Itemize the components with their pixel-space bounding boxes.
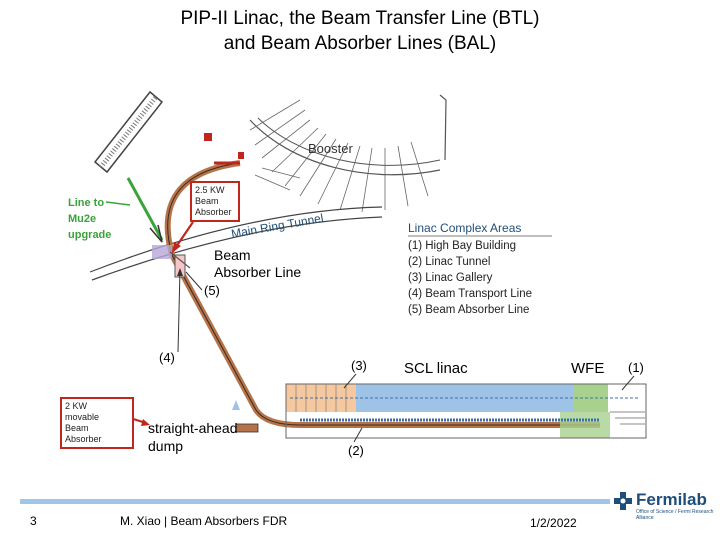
booster-ring — [249, 94, 447, 213]
title-line-2: and Beam Absorber Lines (BAL) — [223, 33, 497, 54]
absorber-2kw-arrowhead — [141, 419, 150, 426]
footer-date: 1/2/2022 — [530, 516, 577, 530]
marker-1-pointer — [621, 375, 635, 391]
marker-1-label: (1) — [628, 360, 644, 375]
marker-4-arrowhead — [177, 268, 183, 276]
footer-bar — [20, 499, 610, 504]
wfe-label: WFE — [571, 360, 604, 377]
linac-building — [285, 383, 647, 439]
scl-linac-label: SCL linac — [404, 360, 468, 377]
absorber-2kw-line-1: 2 KW — [65, 401, 88, 411]
fermilab-logo-icon — [614, 492, 632, 510]
straight-ahead-dump-marker — [232, 400, 240, 410]
absorber-2kw-line-2: movable — [65, 412, 100, 422]
straight-ahead-dump-label-1: straight-ahead — [148, 420, 238, 436]
marker-5-label: (5) — [204, 283, 220, 298]
main-ring-tunnel — [89, 206, 383, 281]
mu2e-label-3: upgrade — [68, 229, 111, 241]
straight-ahead-dump-block — [235, 423, 259, 433]
legend-item: (4) Beam Transport Line — [408, 288, 532, 300]
legend-item: (2) Linac Tunnel — [408, 256, 490, 268]
marker-4-label: (4) — [159, 350, 175, 365]
beam-absorber-label-1: Beam — [214, 247, 251, 263]
fermilab-logo: Fermilab Office of Science / Fermi Resea… — [614, 490, 714, 521]
beam-absorber-label-2: Absorber Line — [214, 264, 301, 280]
straight-ahead-dump-label-2: dump — [148, 438, 183, 454]
absorber-25kw-arrow — [175, 221, 194, 248]
scale-strip — [93, 90, 164, 174]
absorber-25kw-line-2: Beam — [195, 196, 219, 206]
absorber-25kw-line-1: 2.5 KW — [195, 185, 225, 195]
mu2e-line — [126, 177, 164, 241]
beam-absorber-line-area — [152, 245, 191, 278]
legend-title: Linac Complex Areas — [408, 221, 521, 235]
main-ring-tunnel-label: Main Ring Tunnel — [230, 211, 324, 241]
marker-3-pointer — [343, 373, 357, 389]
slide-title: PIP-II Linac, the Beam Transfer Line (BT… — [0, 6, 720, 56]
page-number: 3 — [30, 514, 37, 528]
marker-3-label: (3) — [351, 358, 367, 373]
marker-4-pointer — [177, 269, 181, 353]
mu2e-label-arrow — [105, 201, 131, 206]
footer-author: M. Xiao | Beam Absorbers FDR — [120, 514, 288, 528]
fermilab-logo-text: Fermilab — [636, 490, 707, 509]
title-line-1: PIP-II Linac, the Beam Transfer Line (BT… — [180, 8, 540, 29]
absorber-25kw-line-3: Absorber — [195, 207, 232, 217]
absorber-2kw-callout: 2 KW movable Beam Absorber — [60, 397, 134, 449]
marker-2-label: (2) — [348, 443, 364, 458]
absorber-2kw-line-4: Absorber — [65, 434, 102, 444]
absorber-2kw-line-3: Beam — [65, 423, 89, 433]
absorber-25kw-callout: 2.5 KW Beam Absorber — [190, 181, 240, 222]
legend-item: (3) Linac Gallery — [408, 272, 493, 284]
marker-2-pointer — [353, 427, 363, 443]
marker-5-pointer — [185, 271, 203, 291]
mu2e-line-arrow — [149, 224, 163, 243]
booster-label: Booster — [308, 141, 353, 156]
legend: Linac Complex Areas (1) High Bay Buildin… — [408, 221, 552, 316]
legend-item: (5) Beam Absorber Line — [408, 304, 529, 316]
absorber-25kw-arrowhead — [172, 242, 181, 253]
fermilab-logo-subtext: Office of Science / Fermi Research Allia… — [636, 509, 714, 521]
legend-item: (1) High Bay Building — [408, 240, 516, 252]
mu2e-label-1: Line to — [68, 197, 104, 209]
booster-extraction-marker — [238, 152, 244, 159]
booster-injection-marker — [204, 133, 212, 141]
mu2e-label-2: Mu2e — [68, 213, 96, 225]
